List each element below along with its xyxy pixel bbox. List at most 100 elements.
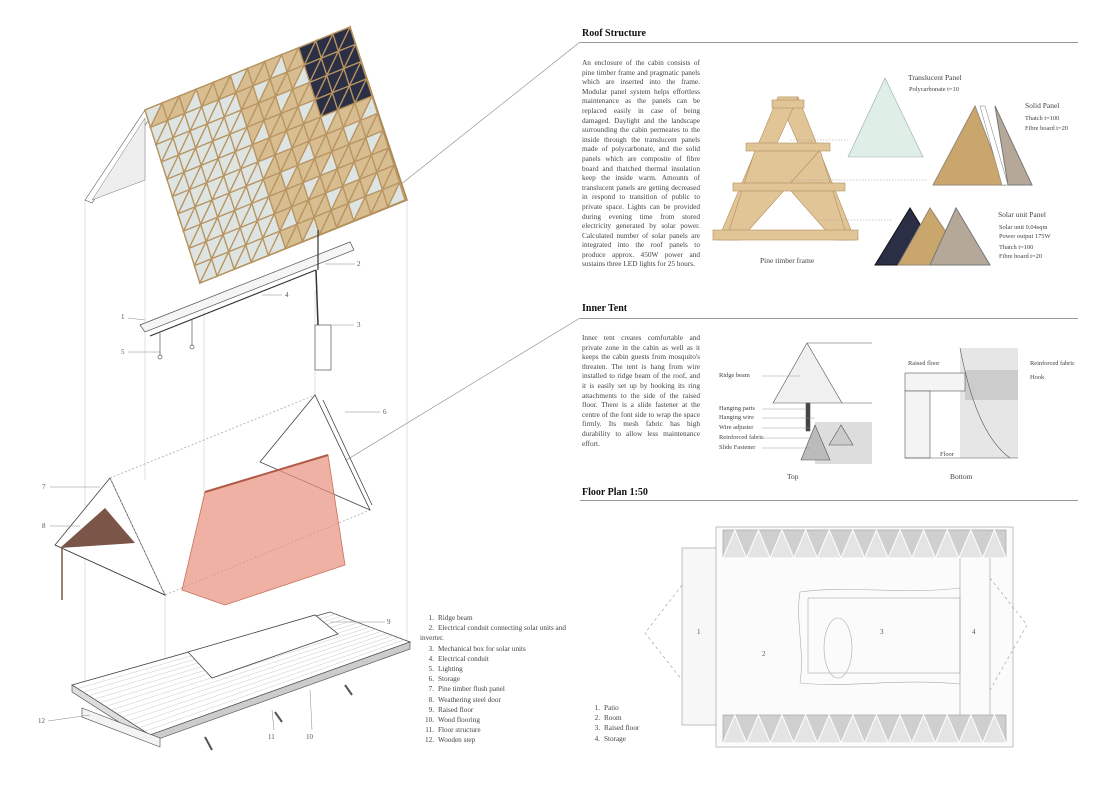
label-ridge-beam: Ridge beam (719, 372, 750, 379)
legend-label: Room (604, 714, 622, 723)
legend-label: Electrical conduit connecting solar unit… (420, 624, 566, 643)
legend-item: 7. Pine timber flush panel (420, 684, 570, 694)
legend-item: 9. Raised floor (420, 705, 570, 715)
callout-9: 9 (387, 618, 391, 626)
solid-panel-fibreboard (994, 105, 1033, 186)
wall-truss-triangle (934, 528, 960, 559)
wall-truss-triangle (934, 713, 960, 744)
section-divider (580, 318, 1078, 319)
wall-truss-triangle (911, 713, 937, 744)
wall-truss-triangle (911, 528, 937, 559)
legend-label: Electrical conduit (438, 654, 489, 663)
zone-1: 1 (697, 628, 701, 636)
floor-plank (116, 628, 376, 714)
callout-7: 7 (42, 483, 46, 491)
wall-truss-triangle (958, 528, 984, 559)
label-reinforced-fabric-bottom: Reinforced fabric (1030, 360, 1075, 367)
legend-label: Raised floor (438, 705, 474, 714)
frame-caption: Pine timber frame (760, 256, 815, 265)
solid-spec-thatch: Thatch t=100 (1025, 115, 1060, 122)
wall-truss-triangle (887, 713, 913, 744)
translucent-panel (847, 77, 924, 158)
callout-10: 10 (306, 733, 313, 741)
connector-lines (329, 41, 581, 471)
legend-label: Pine timber flush panel (438, 685, 505, 694)
callout-3: 3 (357, 321, 361, 329)
legend-item: 3. Mechanical box for solar units (420, 644, 570, 654)
callout-5: 5 (121, 348, 125, 356)
legend-label: Wood flooring (438, 716, 480, 725)
legend-number: 6. (428, 675, 434, 684)
legend-number: 10. (425, 716, 434, 725)
legend-label: Ridge beam (438, 614, 473, 622)
roof-panel-grid (144, 25, 408, 285)
label-reinforced-fabric: Reinforced fabric (719, 434, 764, 441)
floor-plan-drawing (644, 526, 1028, 748)
legend-item: 1. Patio (586, 703, 676, 713)
legend-label: Weathering steel door (438, 695, 501, 704)
legend-item: 8.Weathering steel door (420, 695, 570, 705)
inner-tent-heading: Inner Tent (582, 303, 628, 314)
legend-item: 1.Ridge beam (420, 613, 570, 623)
legend-label: Lighting (438, 665, 463, 674)
legend-number: 7. (428, 685, 434, 694)
callout-2: 2 (357, 260, 361, 268)
wall-truss-triangle (745, 713, 771, 744)
inner-tent (181, 454, 346, 606)
legend-item: 4.Electrical conduit (420, 654, 570, 664)
wall-truss-triangle (863, 528, 889, 559)
section-divider (580, 42, 1078, 43)
wall-truss-triangle (793, 528, 819, 559)
frame-leaders (790, 139, 928, 221)
legend-item: 4.Storage (586, 734, 676, 744)
solar-spec-unit: Solar unit 0.04sqm (999, 224, 1048, 231)
inner-tent-text: Inner tent creates comfortable and priva… (582, 333, 700, 448)
solid-panel-thatch (932, 104, 1006, 186)
wall-truss-triangle (840, 713, 866, 744)
solar-spec-output: Power output 175W (999, 233, 1051, 240)
legend-number: 9. (428, 705, 434, 714)
legend-label: Wooden step (438, 736, 476, 745)
wall-truss-triangle (887, 528, 913, 559)
label-hook: Hook (1030, 374, 1045, 381)
solar-panel-fibreboard (929, 206, 991, 266)
wall-truss-triangle (816, 528, 842, 559)
legend-label: Floor structure (438, 726, 481, 735)
zone-3: 3 (880, 628, 884, 636)
legend-label: Patio (604, 704, 619, 712)
floor-plank (127, 633, 388, 721)
tent-detail-bottom (904, 347, 1018, 459)
wall-truss-triangle (981, 528, 1007, 559)
legend-number: 3. (428, 644, 434, 653)
legend-item: 3.Raised floor (586, 723, 676, 733)
wall-truss-triangle (769, 713, 795, 744)
legend-number: 11. (425, 726, 434, 735)
wall-truss-triangle (793, 713, 819, 744)
tent-detail-top (762, 342, 872, 464)
legend-label: Mechanical box for solar units (438, 644, 526, 653)
label-hanging-parts: Hanging parts (719, 405, 756, 412)
callout-12: 12 (38, 717, 45, 725)
legend-number: 1. (594, 704, 600, 712)
caption-bottom: Bottom (950, 472, 973, 481)
legend-item: 6.Storage (420, 674, 570, 684)
wall-truss-triangle (863, 713, 889, 744)
legend-number: 2. (594, 714, 600, 723)
wall-truss-triangle (958, 713, 984, 744)
floor-plan-heading: Floor Plan 1:50 (582, 487, 648, 498)
floor-plank (110, 626, 371, 711)
callout-8: 8 (42, 522, 46, 530)
zone-2: 2 (762, 650, 766, 658)
callout-4: 4 (285, 291, 289, 299)
zone-4: 4 (972, 628, 976, 636)
label-floor: Floor (940, 451, 954, 458)
callout-leaders (47, 263, 385, 731)
label-wire-adjuster: Wire adjuster (719, 424, 754, 431)
callout-11: 11 (268, 733, 275, 741)
floor-plank (133, 635, 393, 725)
roof-gable-truss (91, 117, 146, 201)
wall-truss-triangle (840, 528, 866, 559)
roof-structure-heading: Roof Structure (582, 28, 646, 39)
